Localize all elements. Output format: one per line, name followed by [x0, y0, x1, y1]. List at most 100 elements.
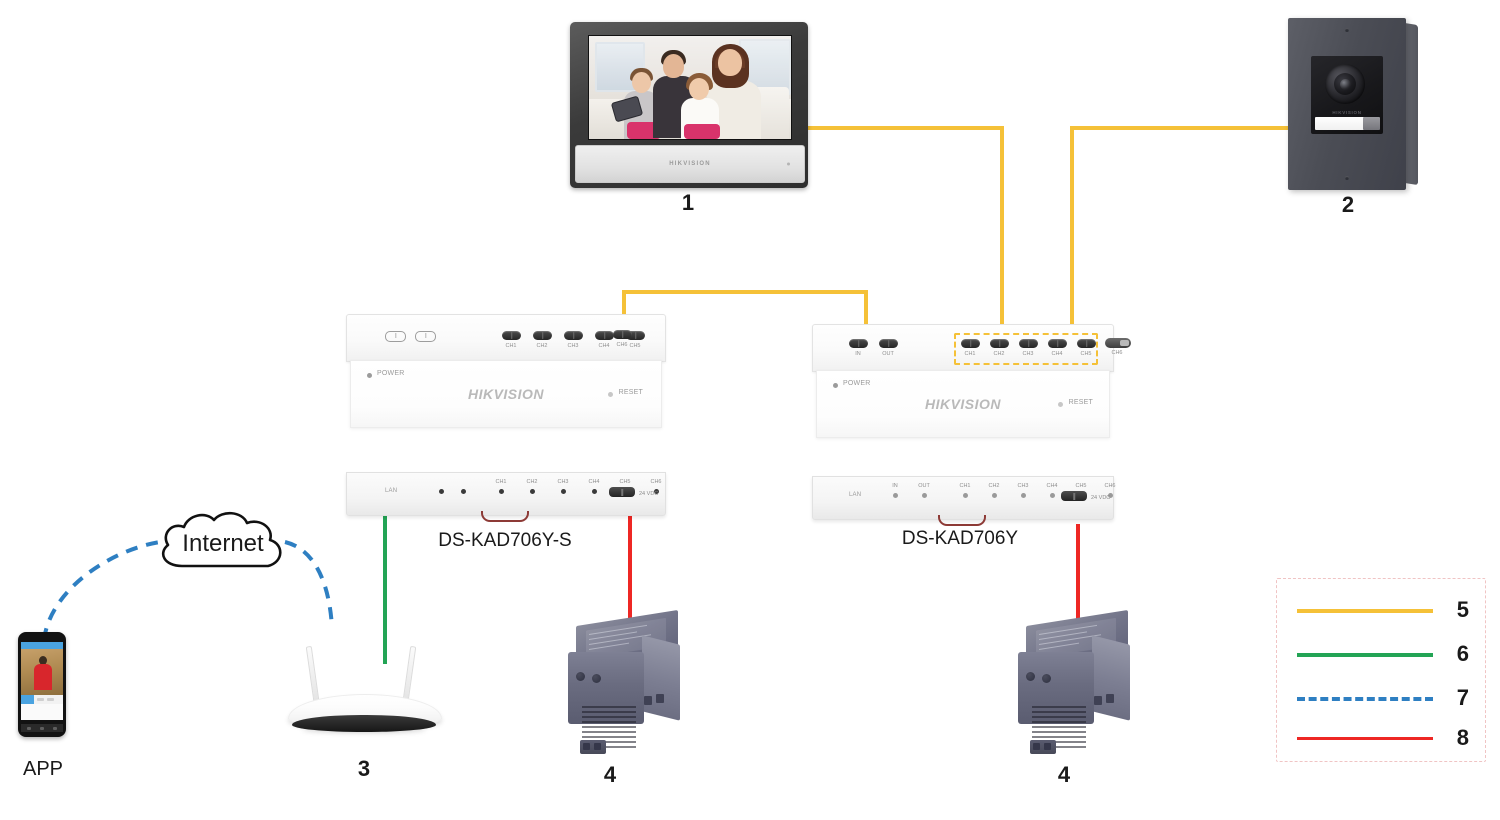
legend-row-5: 5: [1297, 597, 1469, 622]
cable-red-power-left: [628, 516, 632, 626]
led-ch1-label: CH1: [495, 479, 507, 485]
led-ch2: [992, 493, 997, 498]
power-terminal-label: 24 VDC: [639, 491, 659, 497]
indoor-monitor[interactable]: HIKVISION: [570, 22, 808, 188]
led-ch6-label: CH6: [1104, 483, 1116, 489]
power-terminal[interactable]: [609, 487, 635, 497]
reset-label: RESET: [618, 389, 643, 396]
port-ch6-label-left: CH6: [616, 342, 628, 348]
power-label: POWER: [377, 370, 405, 377]
callout-indoor-monitor: 1: [681, 190, 695, 215]
psu-side-face: [642, 635, 680, 721]
distributor-right-top-panel: IN OUT CH1 CH2 CH3 CH4 CH5: [812, 324, 1114, 372]
psu-front-face: [568, 652, 644, 754]
port-ch5[interactable]: [626, 331, 645, 340]
led-ch3: [561, 489, 566, 494]
psu-adjust-1[interactable]: [1094, 696, 1102, 705]
port-ch1[interactable]: [502, 331, 521, 340]
power-terminal-label: 24 VDC: [1091, 495, 1111, 501]
callout-router: 3: [357, 756, 371, 781]
legend-line-8: [1297, 737, 1433, 740]
psu-terminal-block[interactable]: [580, 740, 606, 754]
reset-led: [1058, 402, 1063, 407]
psu-adjust-2[interactable]: [656, 694, 664, 703]
legend-row-7: 7: [1297, 685, 1469, 710]
door-station-plate-edge: [1404, 22, 1418, 186]
port-ch6-plugged-right[interactable]: [1105, 338, 1131, 348]
distributor-right-front-panel: POWER HIKVISION RESET: [816, 370, 1110, 438]
psu-adjust-1[interactable]: [644, 696, 652, 705]
phone-nav-bar: [21, 724, 63, 732]
psu-adjust-2[interactable]: [1106, 694, 1114, 703]
power-supply-right[interactable]: [1008, 609, 1136, 754]
cable-green-lan-to-router: [383, 516, 387, 664]
smartphone[interactable]: [18, 632, 66, 737]
port-ch2[interactable]: [990, 339, 1009, 348]
power-supply-left[interactable]: [558, 609, 686, 754]
cable-yellow-down-to-dist-right-ch6: [1070, 126, 1074, 340]
distributor-right-brand: HIKVISION: [924, 396, 1002, 412]
door-station[interactable]: HIKVISION: [1288, 18, 1418, 190]
led-ch2-label: CH2: [988, 483, 1000, 489]
reset-led: [608, 392, 613, 397]
lan-led-1: [439, 489, 444, 494]
port-in[interactable]: [849, 339, 868, 348]
led-ch2-label: CH2: [526, 479, 538, 485]
led-ch1: [963, 493, 968, 498]
door-station-call-button[interactable]: [1363, 117, 1380, 130]
door-station-brand-label: HIKVISION: [1332, 110, 1362, 115]
distributor-right[interactable]: IN OUT CH1 CH2 CH3 CH4 CH5 POWER HIKVISI…: [812, 324, 1116, 526]
distributor-left-front-panel: POWER HIKVISION RESET: [350, 360, 662, 428]
port-out[interactable]: [879, 339, 898, 348]
distributor-left[interactable]: CH1 CH2 CH3 CH4 CH5 POWER HIKVISION RESE…: [346, 314, 666, 522]
monitor-brand-label: HIKVISION: [669, 161, 711, 167]
monitor-indicator-dot: [787, 162, 790, 166]
cable-red-power-right: [1076, 524, 1080, 628]
callout-power-supply-left: 4: [603, 762, 617, 787]
app-label: APP: [22, 758, 64, 780]
led-ch6: [1108, 493, 1113, 498]
port-ch3[interactable]: [564, 331, 583, 340]
port-in-label: IN: [855, 351, 861, 357]
port-ch5[interactable]: [1077, 339, 1096, 348]
door-station-plate: HIKVISION: [1288, 18, 1406, 190]
port-ch4[interactable]: [595, 331, 614, 340]
link-icon-1: [385, 331, 406, 342]
distributor-right-bottom-panel: LAN IN OUT CH1 CH2 CH3 CH4 CH5 CH6 24 VD…: [812, 476, 1116, 520]
port-ch5-label: CH5: [1080, 351, 1092, 357]
led-ch4: [1050, 493, 1055, 498]
cable-yellow-down-to-dist-right-ch3: [1000, 126, 1004, 340]
cable-yellow-down-to-dist-right-in: [864, 290, 868, 326]
cable-yellow-monitor-to-right: [808, 126, 1004, 130]
port-ch4-label: CH4: [598, 343, 610, 349]
wifi-router[interactable]: [288, 640, 442, 740]
port-ch2[interactable]: [533, 331, 552, 340]
port-ch3[interactable]: [1019, 339, 1038, 348]
phone-control-bar[interactable]: [21, 695, 63, 704]
cable-yellow-dist-left-ch6-up: [622, 290, 626, 326]
power-led: [833, 383, 838, 388]
distributor-right-model-label: DS-KAD706Y: [901, 528, 1019, 549]
camera-lens-icon: [1325, 64, 1365, 104]
led-ch3-label: CH3: [1017, 483, 1029, 489]
psu-terminal-block[interactable]: [1030, 740, 1056, 754]
port-ch1-label: CH1: [505, 343, 517, 349]
legend-row-6: 6: [1297, 641, 1469, 666]
din-rail-clip: [938, 515, 986, 526]
port-ch2-label: CH2: [993, 351, 1005, 357]
cloud-label: Internet: [182, 530, 264, 557]
power-terminal[interactable]: [1061, 491, 1087, 501]
distributor-left-brand: HIKVISION: [467, 386, 545, 402]
callout-door-station: 2: [1341, 192, 1355, 217]
port-ch6-label-right: CH6: [1111, 350, 1123, 356]
legend-num-5: 5: [1456, 597, 1469, 622]
cloud-icon: [161, 511, 282, 568]
port-ch4[interactable]: [1048, 339, 1067, 348]
reset-label: RESET: [1068, 399, 1093, 406]
port-ch6-left[interactable]: [613, 330, 632, 339]
distributor-left-model-label: DS-KAD706Y-S: [438, 530, 572, 551]
legend-row-8: 8: [1297, 725, 1469, 750]
port-ch1[interactable]: [961, 339, 980, 348]
port-ch4-label: CH4: [1051, 351, 1063, 357]
